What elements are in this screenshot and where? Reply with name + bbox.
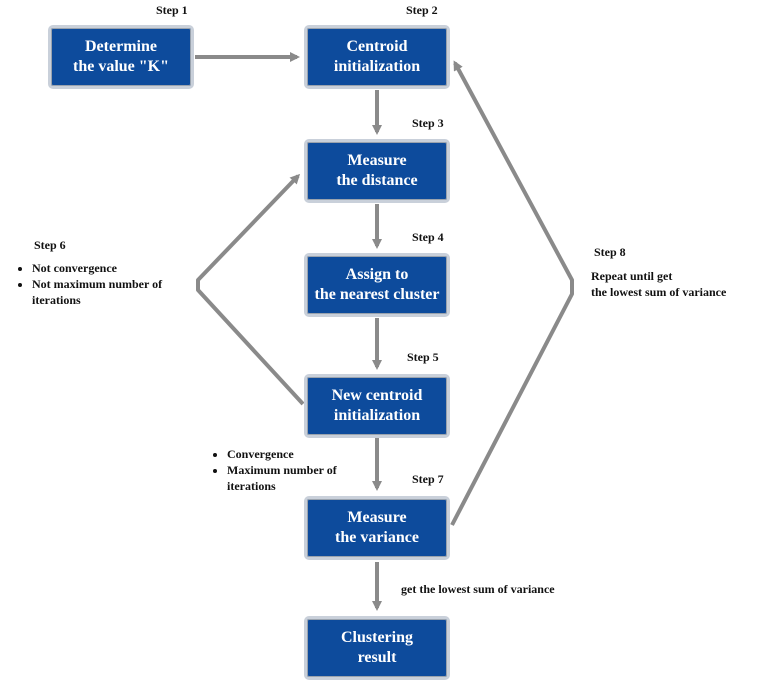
step-6-conditions: Not convergence Not maximum number of it… <box>18 260 198 308</box>
new-centroid-initialization-box: New centroid initialization <box>304 374 450 438</box>
step-7-label: Step 7 <box>412 472 444 486</box>
final-note: get the lowest sum of variance <box>401 582 555 596</box>
measure-distance-box: Measure the distance <box>304 139 450 203</box>
step-6-condition: Not maximum number of iterations <box>32 276 198 308</box>
step-7-conditions: Convergence Maximum number of iterations <box>213 446 363 494</box>
measure-variance-box: Measure the variance <box>304 496 450 560</box>
step-6-condition: Not convergence <box>32 260 198 276</box>
arrow-step6-loop <box>196 173 305 406</box>
centroid-initialization-box: Centroid initialization <box>304 25 450 89</box>
step-4-label: Step 4 <box>412 230 444 244</box>
step-7-condition: Convergence <box>227 446 363 462</box>
step-7-condition: Maximum number of iterations <box>227 462 363 494</box>
determine-k-box: Determine the value "K" <box>48 25 194 89</box>
step-1-label: Step 1 <box>156 3 188 17</box>
step-2-label: Step 2 <box>406 3 438 17</box>
arrow-step8-loop <box>450 60 574 526</box>
step-6-label: Step 6 <box>34 238 66 252</box>
step-5-label: Step 5 <box>407 350 439 364</box>
step-8-label: Step 8 <box>594 245 626 259</box>
clustering-result-box: Clustering result <box>304 616 450 680</box>
step-3-label: Step 3 <box>412 116 444 130</box>
step-8-note: Repeat until get the lowest sum of varia… <box>591 269 727 299</box>
assign-nearest-cluster-box: Assign to the nearest cluster <box>304 253 450 317</box>
